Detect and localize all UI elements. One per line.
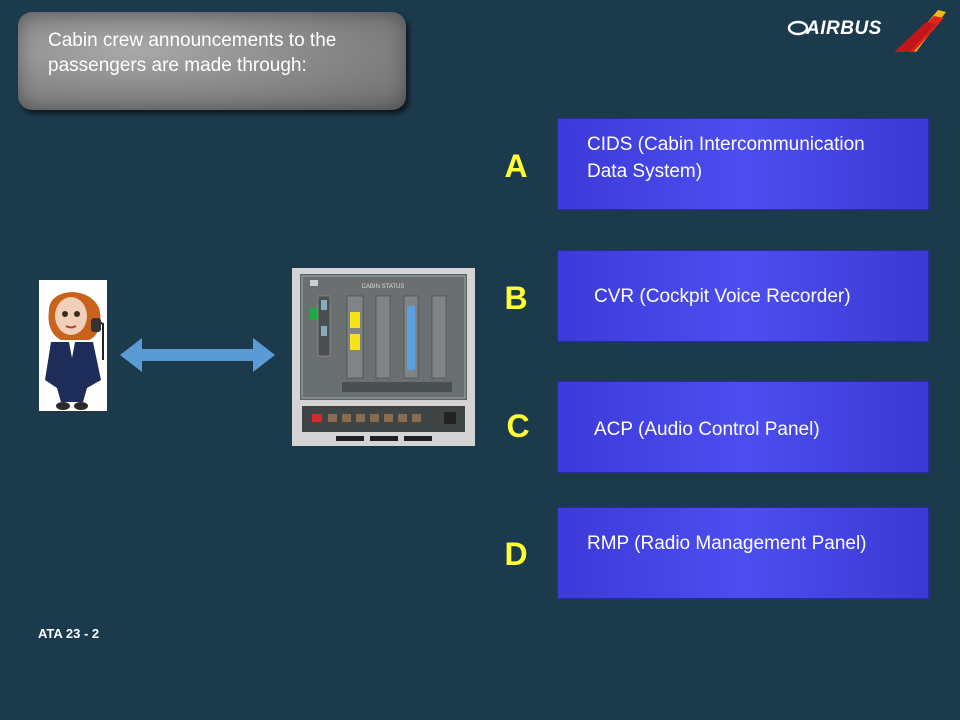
airbus-logo: AIRBUS [786,8,948,52]
airbus-logo-text: AIRBUS [806,18,882,39]
option-d-text: RMP (Radio Management Panel) [587,533,867,554]
footer-label: ATA 23 - 2 [38,626,100,641]
airbus-logo-icon [787,10,946,52]
question-text: Cabin crew announcements to the passenge… [48,30,337,76]
cabin-crew-illustration [39,280,107,411]
option-a-text-line1: CIDS (Cabin Intercommunication [587,134,865,155]
option-b-text: CVR (Cockpit Voice Recorder) [594,286,851,307]
option-d-letter: D [504,536,528,572]
option-b-letter: B [504,280,528,316]
cabin-status-panel-illustration: CABIN STATUS [292,268,475,446]
option-a-text-line2: Data System) [587,161,703,182]
option-c-text: ACP (Audio Control Panel) [594,419,820,440]
option-b-button[interactable]: CVR (Cockpit Voice Recorder) [557,250,929,342]
double-arrow-icon [120,338,275,372]
option-c-button[interactable]: ACP (Audio Control Panel) [557,381,929,473]
option-c-letter: C [506,408,530,444]
option-a-letter: A [504,148,528,184]
option-d-button[interactable]: RMP (Radio Management Panel) [557,507,929,599]
option-a-button[interactable]: CIDS (Cabin Intercommunication Data Syst… [557,118,929,210]
question-box: Cabin crew announcements to the passenge… [18,12,406,110]
panel-title: CABIN STATUS [362,284,405,290]
